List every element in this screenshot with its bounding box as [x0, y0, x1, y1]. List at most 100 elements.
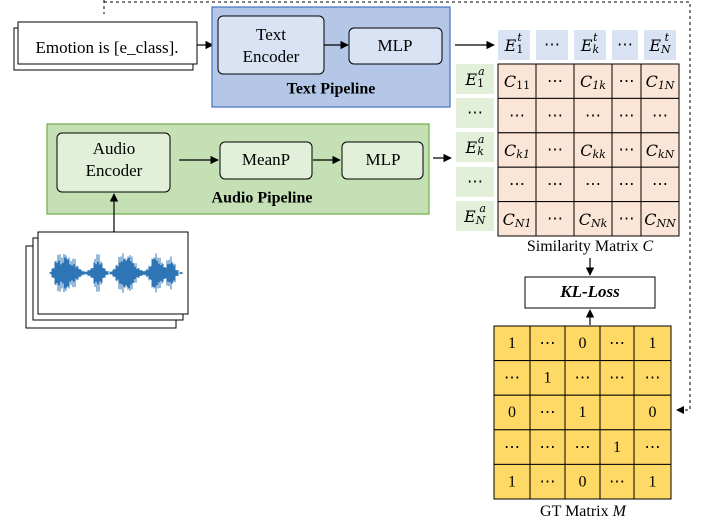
text-encoder-line1: Text — [256, 25, 286, 44]
gt-cell-value: ⋯ — [540, 335, 556, 352]
gt-cell-value: ⋯ — [575, 370, 591, 387]
gt-cell — [564, 463, 601, 500]
similarity-cell-label: ⋯ — [619, 73, 635, 90]
similarity-cell-label: ⋯ — [619, 210, 635, 227]
gt-cell — [529, 394, 566, 431]
gt-cell-value: 1 — [613, 439, 621, 456]
text-embedding-cell — [498, 30, 530, 60]
similarity-cell-label: CNN — [644, 209, 676, 230]
audio-embedding-label: ENa — [463, 202, 486, 227]
audio-embedding-label: Eka — [465, 133, 485, 158]
audio-embedding-cell — [456, 167, 494, 197]
gt-cell-value: 0 — [579, 335, 587, 352]
similarity-cell-label: CNk — [579, 209, 608, 230]
gt-cell — [599, 463, 635, 500]
text-mlp-block — [348, 27, 443, 65]
text-embedding-label: ⋯ — [544, 37, 560, 54]
audio-embedding-label: ⋯ — [467, 174, 483, 191]
dashed-feedback-arrow — [676, 406, 684, 414]
similarity-cell-label: Ck1 — [504, 141, 530, 162]
gt-cell-value: ⋯ — [609, 370, 625, 387]
gt-cell — [599, 394, 635, 431]
prompt-text: Emotion is [e_class]. — [35, 38, 178, 57]
audio-encoder-line2: Encoder — [86, 161, 143, 180]
gt-cell-value: 1 — [544, 370, 552, 387]
similarity-cell-label: ⋯ — [652, 176, 668, 193]
text-embedding-cell — [644, 30, 676, 60]
similarity-cell — [573, 132, 613, 168]
audio-embedding-cell — [456, 201, 494, 231]
gt-cell — [633, 394, 672, 431]
audio-embedding-label: E1a — [464, 65, 484, 90]
similarity-cell-label: C1N — [646, 72, 675, 93]
gt-cell — [633, 360, 672, 396]
similarity-cell-label: ⋯ — [619, 107, 635, 124]
audio-encoder-line1: Audio — [93, 139, 136, 158]
audio-mlp-label: MLP — [366, 150, 401, 169]
gt-cell-value: ⋯ — [540, 473, 556, 490]
gt-cell-value: ⋯ — [504, 370, 520, 387]
gt-cell-value: ⋯ — [540, 404, 556, 421]
similarity-cell-label: ⋯ — [619, 176, 635, 193]
kl-loss-box — [524, 276, 656, 309]
gt-matrix-caption-text: GT Matrix — [540, 503, 609, 520]
similarity-cell-label: ⋯ — [547, 73, 563, 90]
audio-embedding-label: ⋯ — [467, 105, 483, 122]
similarity-cell-label: ⋯ — [619, 142, 635, 159]
similarity-matrix-caption: Similarity Matrix C — [527, 238, 654, 255]
prompt-document: Emotion is [e_class]. — [13, 21, 198, 71]
text-embedding-label: Ekt — [580, 31, 600, 56]
text-embedding-cell — [612, 30, 638, 60]
text-embeddings-row: E1t⋯Ekt⋯ENt — [498, 30, 676, 60]
audio-pipeline-title: Audio Pipeline — [212, 190, 313, 207]
waveform-document — [25, 231, 189, 329]
similarity-cell — [640, 132, 680, 168]
gt-cell-value: 1 — [579, 404, 587, 421]
gt-cell-value: 0 — [579, 473, 587, 490]
gt-cell-value: ⋯ — [504, 439, 520, 456]
similarity-cell-label: C1k — [580, 72, 606, 93]
gt-cell — [493, 463, 531, 500]
text-pipeline-title: Text Pipeline — [287, 81, 376, 98]
similarity-cell — [573, 201, 613, 237]
meanp-label: MeanP — [242, 150, 290, 169]
text-pipeline: Text Encoder MLP Text Pipeline — [211, 6, 451, 108]
gt-cell-value: 1 — [508, 473, 516, 490]
text-embedding-cell — [574, 30, 606, 60]
audio-mlp-block — [341, 141, 424, 180]
gt-cell — [493, 360, 531, 396]
gt-cell-value: 1 — [649, 473, 657, 490]
audio-embedding-cell — [456, 132, 494, 162]
similarity-cell — [535, 166, 575, 203]
similarity-matrix: C11⋯C1k⋯C1N⋯⋯⋯⋯⋯Ck1⋯Ckk⋯CkN⋯⋯⋯⋯⋯CN1⋯CNk⋯… — [497, 63, 680, 237]
gt-cell — [493, 429, 531, 465]
similarity-matrix-caption-var: C — [642, 238, 653, 255]
text-encoder-line2: Encoder — [243, 47, 300, 66]
similarity-cell — [535, 201, 575, 237]
gt-matrix-caption: GT Matrix M — [540, 503, 628, 520]
similarity-matrix-caption-text: Similarity Matrix — [527, 238, 639, 255]
similarity-cell — [573, 63, 613, 99]
similarity-cell — [497, 63, 537, 99]
text-embedding-label: ENt — [648, 31, 671, 56]
similarity-cell — [640, 63, 680, 99]
gt-cell — [493, 394, 531, 431]
similarity-cell-label: CkN — [646, 141, 675, 162]
similarity-cell-label: CN1 — [503, 209, 532, 230]
similarity-cell-label: ⋯ — [585, 176, 601, 193]
similarity-cell — [611, 63, 642, 99]
similarity-cell-label: ⋯ — [547, 176, 563, 193]
gt-cell-value: 1 — [649, 335, 657, 352]
gt-cell-value: ⋯ — [609, 473, 625, 490]
audio-embeddings-column: E1a ⋯ Eka ⋯ ENa — [456, 64, 494, 231]
text-mlp-label: MLP — [378, 36, 413, 55]
text-embedding-label: E1t — [504, 31, 524, 56]
audio-encoder-block — [56, 132, 171, 193]
gt-matrix-caption-var: M — [612, 503, 628, 520]
gt-cell-value: ⋯ — [645, 370, 661, 387]
similarity-cell — [640, 201, 680, 237]
gt-cell — [633, 463, 672, 500]
gt-cell-value: ⋯ — [575, 439, 591, 456]
audio-embedding-cell — [456, 98, 494, 128]
